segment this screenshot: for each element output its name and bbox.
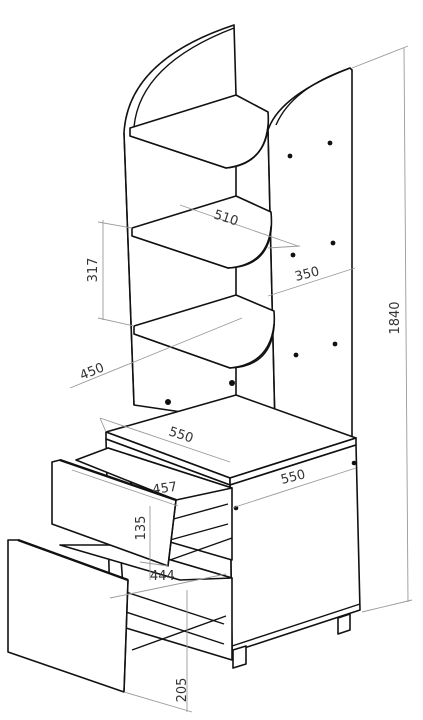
- dimension-upper-drawer-depth: 457: [71, 469, 179, 507]
- dim-lower-drawer-height-label: 205: [175, 678, 190, 703]
- dimension-tabletop-width: 550: [99, 417, 231, 463]
- cabinet-feet: [232, 613, 351, 669]
- dim-pedestal-depth-label: 550: [279, 467, 307, 488]
- dim-tabletop-width-label: 550: [167, 425, 195, 447]
- upper-drawer: [51, 447, 233, 567]
- dimension-shelf-spacing: 317: [86, 220, 135, 327]
- fastener-hole: [229, 380, 235, 386]
- dim-upper-drawer-depth-label: 457: [151, 480, 178, 498]
- tabletop: [105, 394, 357, 486]
- shelf-bottom: [133, 294, 276, 369]
- dimension-shelf-width: 510: [179, 204, 301, 249]
- dim-shelf-section-depth-label: 450: [78, 361, 107, 384]
- dimension-lower-drawer-height: 205: [123, 590, 193, 713]
- dimension-total-height: 1840: [351, 45, 413, 613]
- dim-shelf-spacing-label: 317: [86, 258, 101, 283]
- dim-upper-drawer-height-label: 135: [134, 516, 149, 541]
- dim-total-height-label: 1840: [388, 301, 403, 334]
- shelf-middle: [131, 195, 273, 269]
- dim-lower-drawer-depth-label: 444: [150, 569, 175, 584]
- dimension-pedestal-depth: 550: [231, 467, 357, 509]
- shelf-top: [129, 94, 270, 169]
- fastener-hole: [165, 399, 171, 405]
- dimension-shelf-depth: 350: [267, 264, 356, 297]
- dimension-lower-drawer-depth: 444: [109, 560, 227, 599]
- dim-shelf-depth-label: 350: [293, 264, 321, 285]
- dim-shelf-width-label: 510: [212, 208, 240, 230]
- right-side-panel: [267, 67, 353, 469]
- lower-drawer: [7, 538, 233, 693]
- dimension-upper-drawer-height: 135: [134, 506, 169, 567]
